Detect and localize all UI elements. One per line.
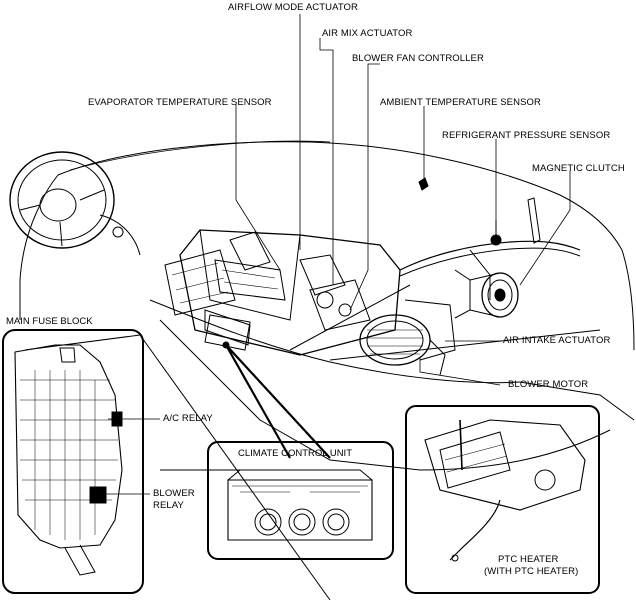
refrigerant-lines <box>399 240 581 300</box>
inset-title-main-fuse-block: MAIN FUSE BLOCK <box>6 316 93 327</box>
blower-motor <box>359 299 456 376</box>
label-blower-relay-line1: BLOWER <box>153 488 195 499</box>
label-evaporator-temperature-sensor: EVAPORATOR TEMPERATURE SENSOR <box>88 97 272 108</box>
windshield-edge <box>69 140 331 171</box>
label-ptc-heater-line1: PTC HEATER <box>498 554 559 565</box>
label-refrigerant-pressure-sensor: REFRIGERANT PRESSURE SENSOR <box>442 130 611 141</box>
climate-control-unit-inset <box>207 441 394 560</box>
ptc-heater-inset <box>405 405 600 594</box>
label-blower-relay-line2: RELAY <box>153 500 184 511</box>
label-air-intake-actuator: AIR INTAKE ACTUATOR <box>503 335 611 346</box>
refrigerant-pressure-sensor <box>490 220 502 246</box>
label-ambient-temperature-sensor: AMBIENT TEMPERATURE SENSOR <box>380 97 541 108</box>
label-ptc-heater-line2: (WITH PTC HEATER) <box>484 566 579 577</box>
label-blower-fan-controller: BLOWER FAN CONTROLLER <box>352 53 484 64</box>
ambient-temperature-sensor <box>418 177 429 191</box>
receiver-drier <box>527 197 541 244</box>
inset-title-climate-control-unit: CLIMATE CONTROL UNIT <box>238 448 353 459</box>
main-fuse-block-inset <box>2 329 144 594</box>
label-airflow-mode-actuator: AIRFLOW MODE ACTUATOR <box>228 2 359 13</box>
leader-lines <box>100 14 571 495</box>
label-ac-relay: A/C RELAY <box>163 413 213 424</box>
climate-control-location-marker <box>204 314 331 459</box>
label-air-mix-actuator: AIR MIX ACTUATOR <box>322 28 413 39</box>
label-magnetic-clutch: MAGNETIC CLUTCH <box>532 163 625 174</box>
steering-wheel <box>9 151 141 256</box>
label-blower-motor: BLOWER MOTOR <box>508 379 589 390</box>
vehicle-body-outline <box>19 141 635 601</box>
compressor-magnetic-clutch <box>454 269 519 319</box>
hvac-unit <box>164 229 401 356</box>
